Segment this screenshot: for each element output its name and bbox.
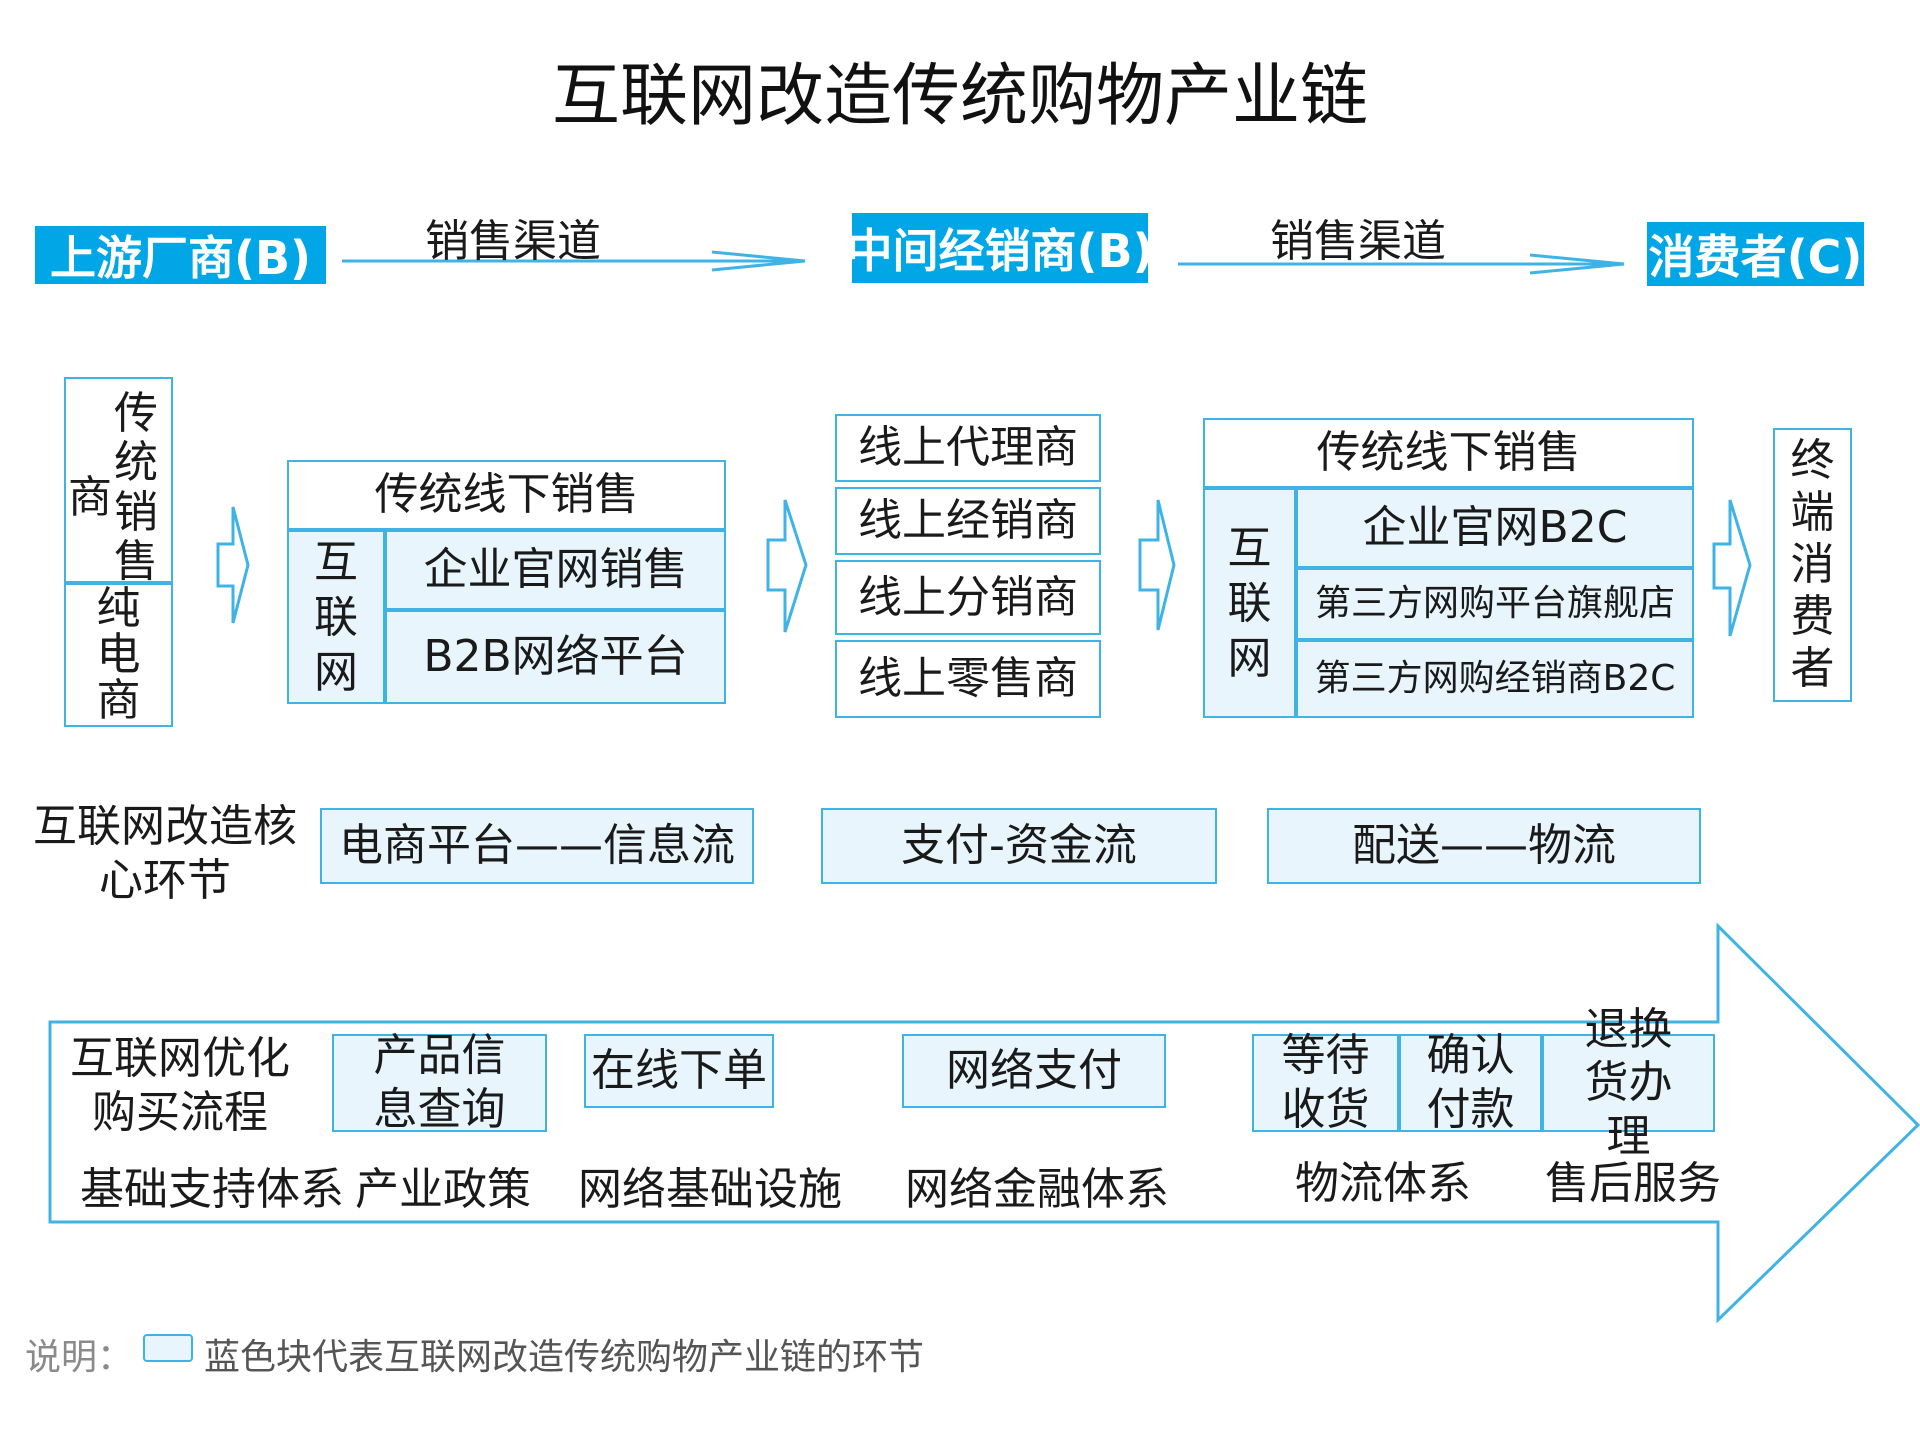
stage3-internet: 互联网 (1203, 488, 1296, 718)
flow-arrow-2 (766, 499, 808, 633)
stage3-flagship: 第三方网购平台旗舰店 (1296, 568, 1694, 640)
legend-swatch (143, 1334, 193, 1362)
step-return-exchange: 退换货办理 (1542, 1004, 1715, 1162)
online-retailer: 线上零售商 (835, 640, 1101, 718)
online-distributor: 线上分销商 (835, 560, 1101, 635)
step-online-payment: 网络支付 (902, 1034, 1166, 1108)
process-big-arrow (48, 922, 1920, 1324)
step-order-online: 在线下单 (584, 1034, 774, 1108)
channel-arrow-1 (342, 250, 806, 272)
support-after-sales: 售后服务 (1545, 1158, 1721, 1209)
support-network-finance: 网络金融体系 (905, 1164, 1169, 1215)
upstream-header: 上游厂商(B) (35, 226, 326, 285)
core-info-flow: 电商平台——信息流 (320, 808, 754, 884)
stage3-offline-sales: 传统线下销售 (1203, 418, 1694, 488)
traditional-sales-label: 传统销售 (114, 388, 158, 587)
traditional-sales-merchant: 传统销售 商 (64, 377, 173, 587)
stage1-official-site: 企业官网销售 (385, 530, 726, 610)
support-label: 基础支持体系 (80, 1164, 344, 1215)
channel-arrow-2 (1178, 253, 1625, 275)
process-label: 互联网优化购买流程 (70, 1033, 290, 1138)
channel-label-1: 销售渠道 (425, 216, 601, 267)
stage1-offline-sales: 传统线下销售 (287, 460, 726, 530)
online-dealer: 线上经销商 (835, 487, 1101, 555)
support-logistics-system: 物流体系 (1295, 1158, 1471, 1209)
support-industry-policy: 产业政策 (355, 1164, 531, 1215)
legend-prefix: 说明： (25, 1337, 134, 1378)
step-product-query: 产品信息查询 (332, 1030, 547, 1135)
legend-text: 蓝色块代表互联网改造传统购物产业链的环节 (204, 1337, 925, 1378)
channel-label-2: 销售渠道 (1270, 216, 1446, 267)
stage1-internet: 互联网 (287, 530, 385, 704)
middle-header: 中间经销商(B) (846, 213, 1154, 283)
core-logistics: 配送——物流 (1267, 808, 1701, 884)
step-await-delivery: 等待收货 (1252, 1030, 1399, 1135)
stage1-b2b-platform: B2B网络平台 (385, 610, 726, 704)
flow-arrow-1 (216, 506, 250, 624)
core-label: 互联网改造核心环节 (33, 801, 297, 906)
pure-ecommerce-box: 纯电商 (64, 583, 173, 727)
stage3-b2c: 企业官网B2C (1296, 488, 1694, 568)
terminal-consumer: 终端消费者 (1773, 428, 1852, 702)
flow-arrow-4 (1712, 499, 1752, 637)
merchant-label: 商 (68, 472, 112, 523)
page-title: 互联网改造传统购物产业链 (551, 57, 1368, 136)
core-money-flow: 支付-资金流 (821, 808, 1217, 884)
support-network-infra: 网络基础设施 (578, 1164, 842, 1215)
online-agent: 线上代理商 (835, 414, 1101, 482)
flow-arrow-3 (1138, 499, 1176, 631)
step-confirm-payment: 确认付款 (1399, 1030, 1542, 1135)
consumer-header: 消费者(C) (1647, 222, 1864, 286)
stage3-dealer-b2c: 第三方网购经销商B2C (1296, 640, 1694, 718)
